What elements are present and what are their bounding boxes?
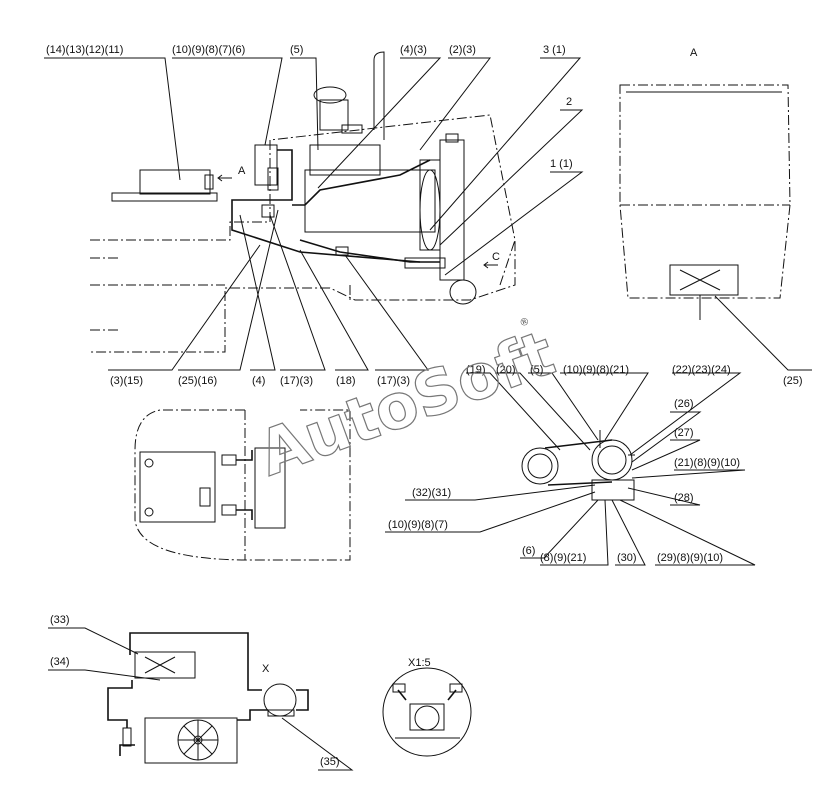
view-a bbox=[619, 84, 812, 371]
callout-2-3: (2)(3) bbox=[449, 44, 476, 56]
callout-view-a-25: (25) bbox=[783, 375, 803, 387]
callout-10-9-8-21: (10)(9)(8)(21) bbox=[563, 364, 629, 376]
watermark-registered: ® bbox=[518, 316, 531, 330]
view-a-title: A bbox=[690, 47, 698, 59]
plan-view bbox=[134, 409, 351, 561]
arrow-c-label: C bbox=[492, 251, 500, 263]
detail-x bbox=[382, 667, 472, 757]
callout-34: (34) bbox=[50, 656, 70, 668]
callout-5-belt: (5) bbox=[530, 364, 543, 376]
callout-4-3: (4)(3) bbox=[400, 44, 427, 56]
callout-14-13-12-11: (14)(13)(12)(11) bbox=[46, 44, 123, 56]
arrow-a-label: A bbox=[238, 165, 246, 177]
leaders-circuit bbox=[48, 627, 354, 771]
callout-20: (20) bbox=[496, 364, 516, 376]
callout-17-3-b: (17)(3) bbox=[377, 375, 410, 387]
callout-35: (35) bbox=[320, 756, 340, 768]
callout-19: (19) bbox=[466, 364, 486, 376]
callout-10-9-8-7-6: (10)(9)(8)(7)(6) bbox=[172, 44, 245, 56]
callout-10-9-8-7: (10)(9)(8)(7) bbox=[388, 519, 448, 531]
callout-6-belt: (6) bbox=[522, 545, 535, 557]
callout-17-3-a: (17)(3) bbox=[280, 375, 313, 387]
callout-1-1: 1 (1) bbox=[550, 158, 573, 170]
callout-3-1: 3 (1) bbox=[543, 44, 566, 56]
callout-21-8-9-10: (21)(8)(9)(10) bbox=[674, 457, 740, 469]
callout-29-8-9-10: (29)(8)(9)(10) bbox=[657, 552, 723, 564]
detail-x-marker: X bbox=[262, 663, 270, 675]
callout-27: (27) bbox=[674, 427, 694, 439]
callout-4: (4) bbox=[252, 375, 265, 387]
refrigerant-circuit bbox=[107, 632, 309, 764]
detail-x-scale-title: X1:5 bbox=[408, 657, 431, 669]
callout-5: (5) bbox=[290, 44, 303, 56]
watermark-text: AutoSoft bbox=[249, 316, 564, 490]
callout-25-16: (25)(16) bbox=[178, 375, 217, 387]
callout-26: (26) bbox=[674, 398, 694, 410]
callout-22-23-24: (22)(23)(24) bbox=[672, 364, 731, 376]
belt-drive-detail bbox=[521, 430, 635, 501]
callout-3-15: (3)(15) bbox=[110, 375, 143, 387]
leaders-belt bbox=[385, 372, 756, 566]
callout-33: (33) bbox=[50, 614, 70, 626]
callout-32-31: (32)(31) bbox=[412, 487, 451, 499]
machine-side-view bbox=[90, 51, 516, 353]
callout-2: 2 bbox=[566, 96, 572, 108]
leaders-main bbox=[44, 57, 584, 371]
callout-8-9-21: (8)(9)(21) bbox=[540, 552, 586, 564]
callout-18: (18) bbox=[336, 375, 356, 387]
callout-30: (30) bbox=[617, 552, 637, 564]
callout-28: (28) bbox=[674, 492, 694, 504]
